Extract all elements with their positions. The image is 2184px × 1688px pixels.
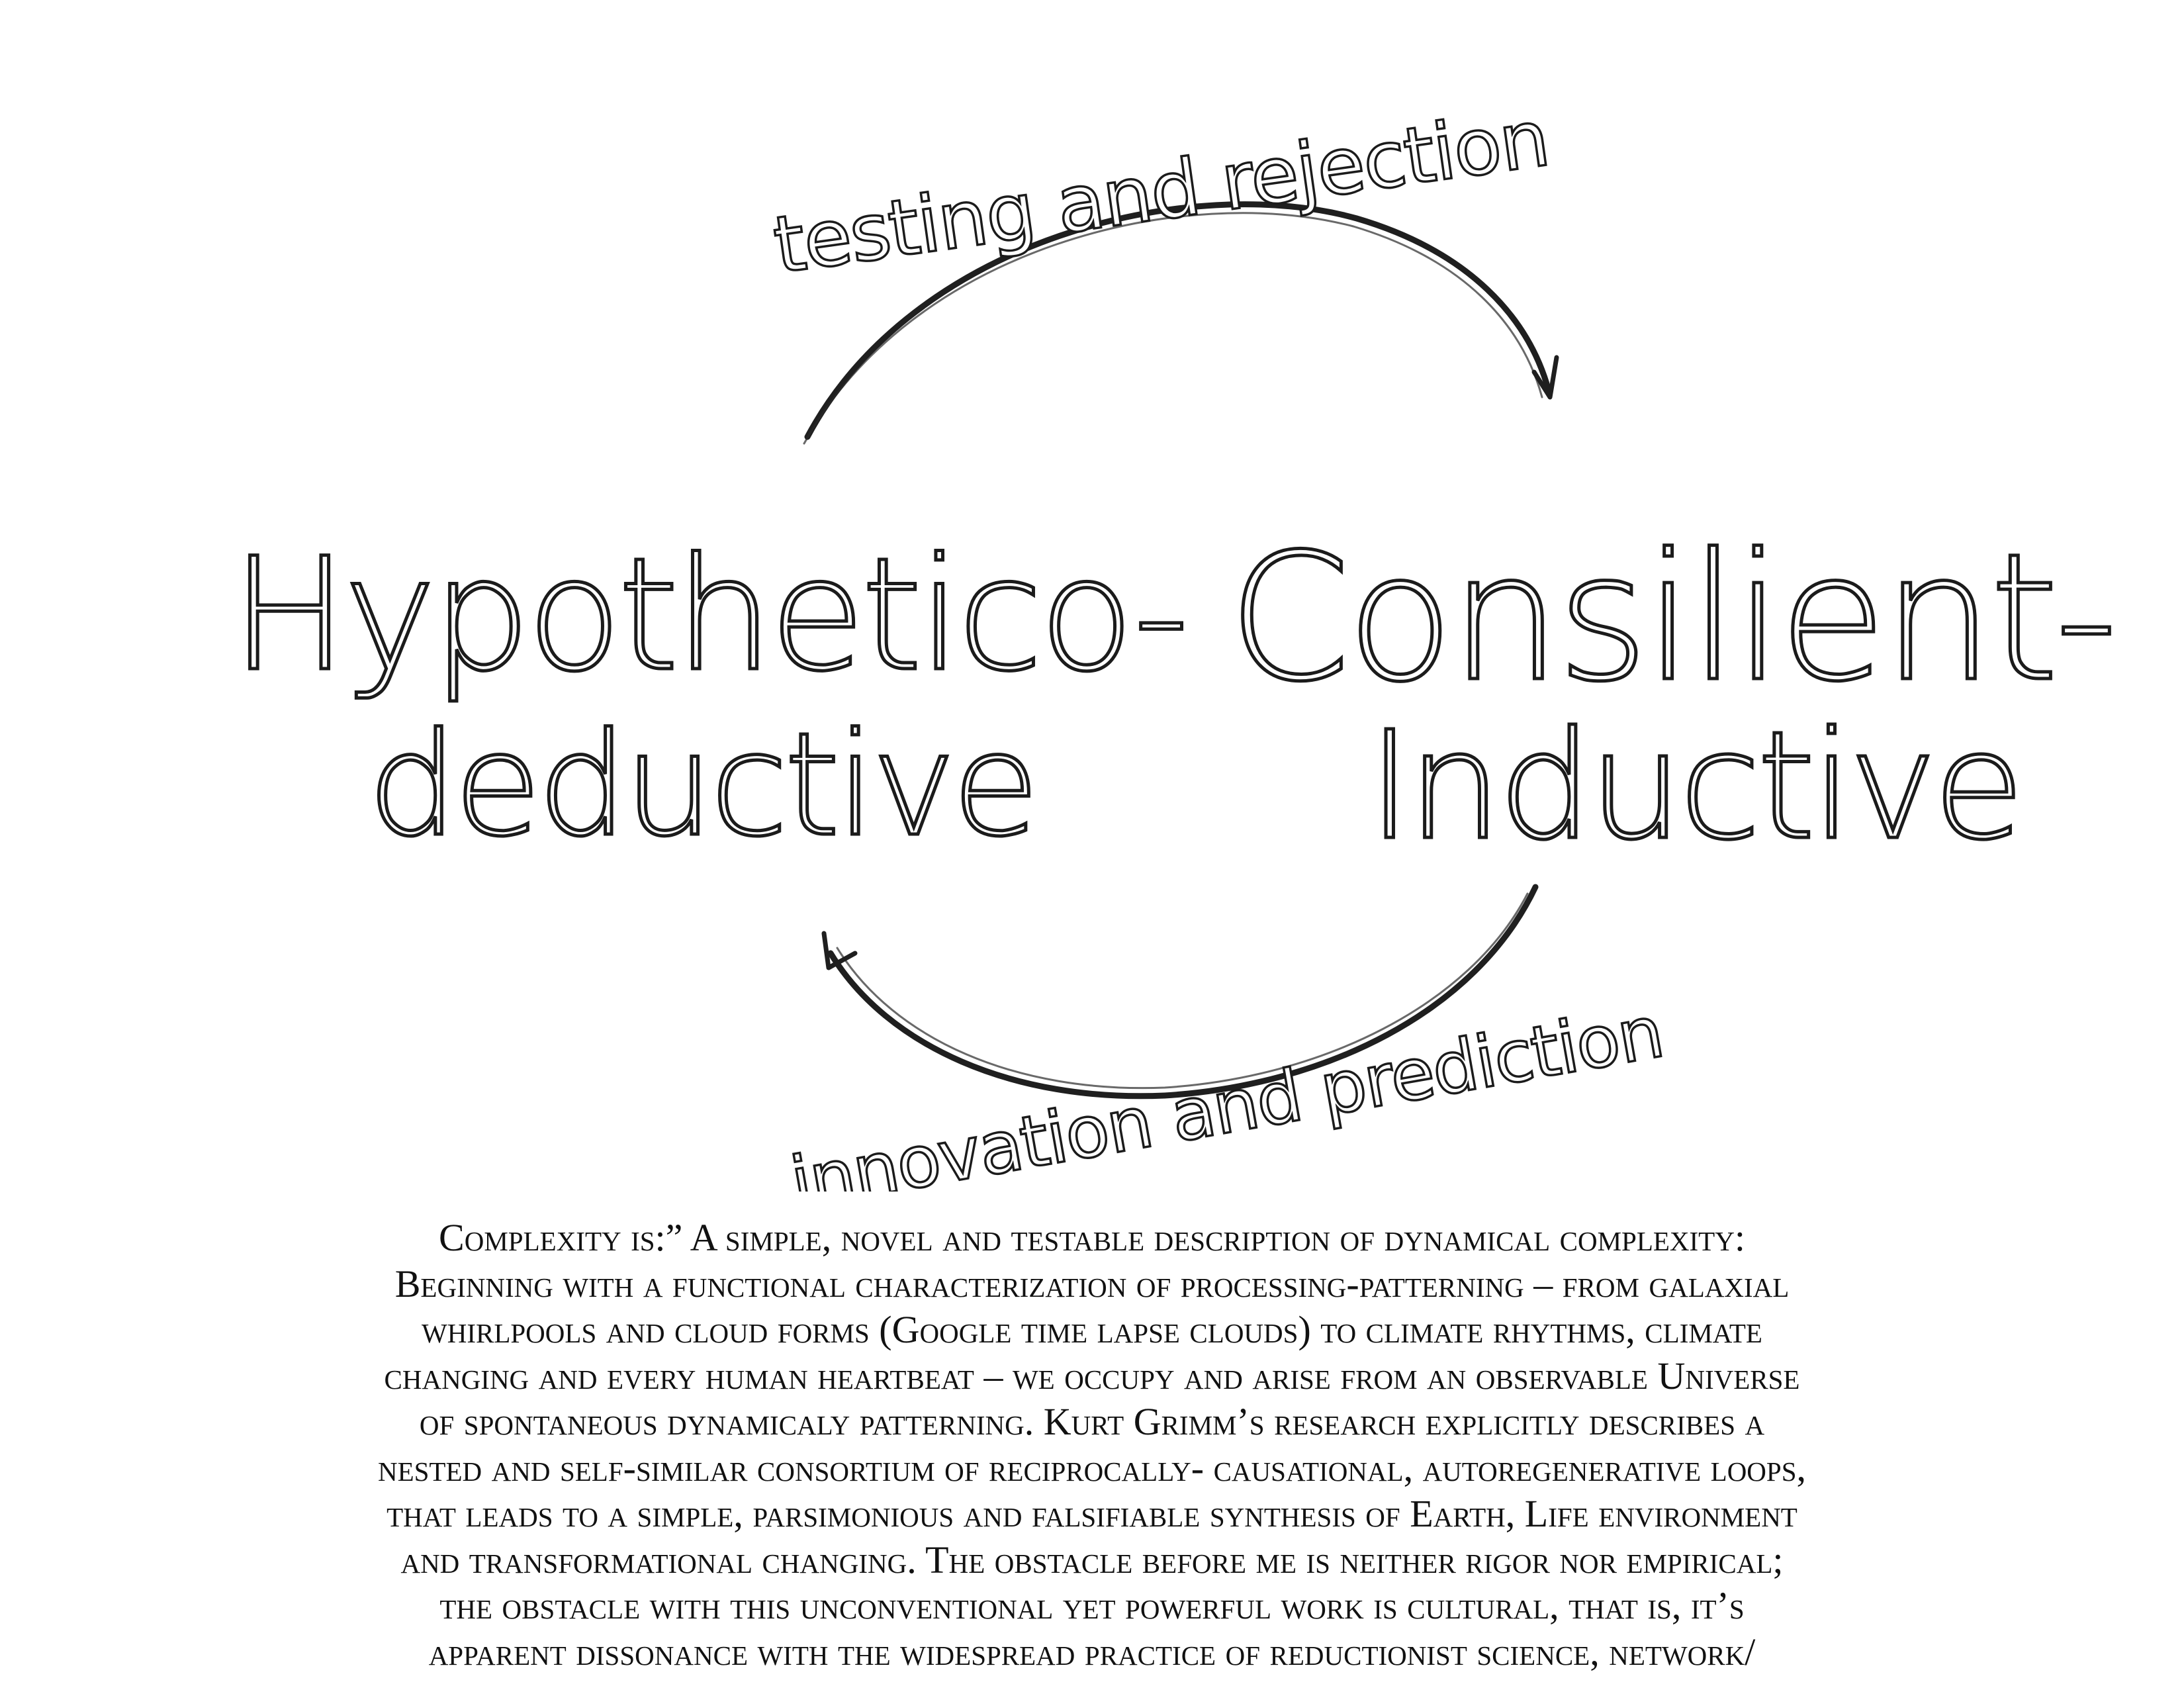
left-node: Hypothetico- deductive (230, 524, 1191, 870)
caption-line: that leads to a simple, parsimonious and… (387, 1492, 1797, 1535)
caption-line: of spontaneous dynamicaly patterning. Ku… (419, 1400, 1765, 1443)
caption-line: apparent dissonance with the widespread … (428, 1630, 1756, 1673)
caption-line: and transformational changing. The obsta… (400, 1538, 1784, 1581)
top-arc (804, 201, 1552, 440)
top-cycle-arrow (803, 201, 1559, 445)
cycle-diagram: testing and rejection innovation and pre… (230, 91, 2120, 1192)
bottom-arc (827, 884, 1539, 1100)
caption-paragraph: Complexity is:” A simple, novel and test… (99, 1215, 2085, 1675)
right-node-line1: Consilient- (1228, 516, 2115, 720)
bottom-arrow-label-group: innovation and prediction (784, 990, 1670, 1192)
bottom-arrow-label: innovation and prediction (785, 991, 1668, 1192)
caption-line: changing and every human heartbeat – we … (384, 1354, 1800, 1397)
caption-line: whirlpools and cloud forms (Google time … (422, 1308, 1762, 1351)
bottom-arc-sketch (836, 892, 1529, 1090)
right-node: Consilient- Inductive (1226, 515, 2120, 875)
left-node-line2: deductive (367, 702, 1035, 868)
top-arc-sketch (803, 212, 1543, 445)
bottom-arrowhead (821, 931, 858, 970)
caption-line: Beginning with a functional characteriza… (394, 1262, 1790, 1305)
left-node-line1: Hypothetico- (231, 525, 1185, 706)
top-arrowhead (1531, 355, 1559, 400)
bottom-cycle-arrow (821, 884, 1539, 1100)
caption-line: nested and self-similar consortium of re… (377, 1446, 1807, 1489)
right-node-line2: Inductive (1368, 700, 2021, 873)
caption-line: the obstacle with this unconventional ye… (439, 1584, 1745, 1627)
caption-line: Complexity is:” A simple, novel and test… (439, 1216, 1745, 1259)
